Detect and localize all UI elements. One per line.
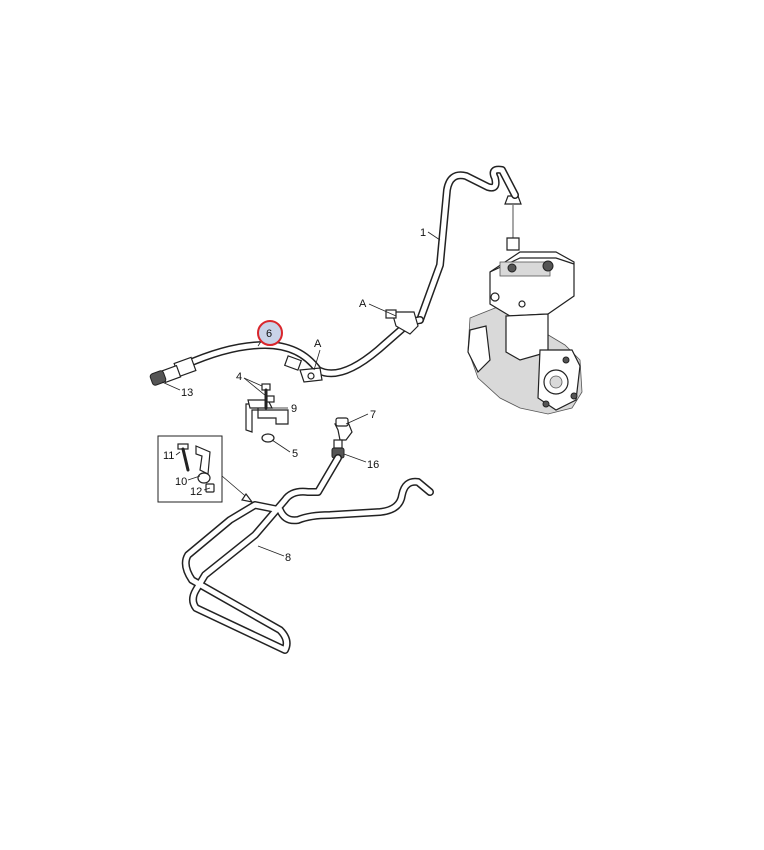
callout-13[interactable]: 13 bbox=[181, 387, 193, 399]
callout-9[interactable]: 9 bbox=[291, 403, 297, 415]
callout-7[interactable]: 7 bbox=[370, 409, 376, 421]
highlight-callout-6[interactable] bbox=[257, 320, 283, 346]
pipe-6[interactable] bbox=[181, 316, 424, 378]
pipe-1[interactable] bbox=[416, 165, 519, 324]
leader-lines bbox=[161, 231, 441, 557]
washer-5[interactable] bbox=[261, 433, 275, 443]
callout-10[interactable]: 10 bbox=[175, 476, 187, 488]
callout-6[interactable]: 6 bbox=[266, 328, 272, 340]
clamp-a-lower bbox=[299, 367, 323, 383]
callout-12[interactable]: 12 bbox=[190, 486, 202, 498]
connector-13[interactable] bbox=[149, 356, 197, 386]
bolt-11[interactable] bbox=[177, 443, 190, 472]
callout-labels: 1 A A 6 13 4 9 7 5 16 11 10 12 8 bbox=[163, 227, 426, 564]
callout-8[interactable]: 8 bbox=[285, 552, 291, 564]
callout-5[interactable]: 5 bbox=[292, 448, 298, 460]
air-compressor bbox=[467, 195, 583, 415]
callout-1[interactable]: 1 bbox=[420, 227, 426, 239]
callout-11[interactable]: 11 bbox=[163, 450, 174, 462]
callout-a-upper[interactable]: A bbox=[359, 298, 367, 310]
callout-a-lower[interactable]: A bbox=[314, 338, 322, 350]
bolt-4[interactable] bbox=[261, 383, 275, 410]
callout-16[interactable]: 16 bbox=[367, 459, 379, 471]
clip-10[interactable] bbox=[195, 445, 211, 484]
callout-4[interactable]: 4 bbox=[236, 371, 242, 383]
elbow-fitting-7[interactable] bbox=[334, 417, 353, 441]
pipe-8[interactable] bbox=[181, 454, 434, 654]
